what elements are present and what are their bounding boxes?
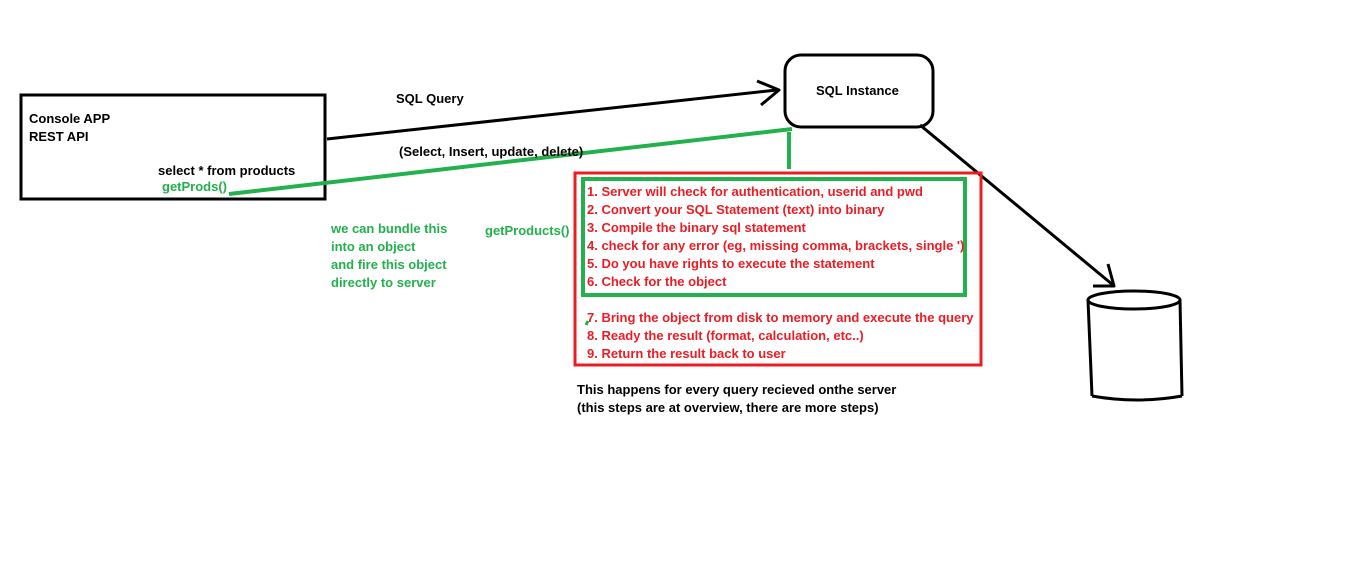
bundle-note-line-2: into an object <box>331 239 416 254</box>
bundle-note-line-1: we can bundle this <box>331 221 448 236</box>
execution-steps-box <box>573 171 983 367</box>
step-6: 6. Check for the object <box>587 274 727 289</box>
get-products-label: getProducts() <box>485 223 570 238</box>
get-prods-label: getProds() <box>162 179 227 194</box>
footer-note-line-2: (this steps are at overview, there are m… <box>577 400 879 415</box>
disk-arrow-line <box>919 123 1114 287</box>
step-5: 5. Do you have rights to execute the sta… <box>587 256 875 271</box>
cached-steps-box <box>581 177 967 297</box>
step-2: 2. Convert your SQL Statement (text) int… <box>587 202 885 217</box>
sql-select-text: select * from products <box>158 163 296 178</box>
step-1: 1. Server will check for authentication,… <box>587 184 923 199</box>
step-7: 7. Bring the object from disk to memory … <box>587 310 974 325</box>
sql-query-arrow-line <box>326 88 778 141</box>
disk-arrowhead <box>1093 263 1116 288</box>
step-9: 9. Return the result back to user <box>587 346 786 361</box>
bundle-note-line-4: directly to server <box>331 275 436 290</box>
step-4: 4. check for any error (eg, missing comm… <box>587 238 965 253</box>
client-api-label: REST API <box>29 129 89 144</box>
database-cylinder <box>1086 289 1184 402</box>
stored-procedure-connector <box>228 127 793 196</box>
sql-query-label: SQL Query <box>396 91 464 106</box>
client-app-box <box>19 93 327 201</box>
sql-operations-label: (Select, Insert, update, delete) <box>399 144 584 159</box>
client-app-label: Console APP <box>29 111 111 126</box>
sql-instance-box <box>783 53 935 129</box>
footer-note-line-1: This happens for every query recieved on… <box>577 382 897 397</box>
bundle-note-line-3: and fire this object <box>331 257 447 272</box>
green-marker <box>584 320 590 326</box>
step-8: 8. Ready the result (format, calculation… <box>587 328 864 343</box>
step-3: 3. Compile the binary sql statement <box>587 220 806 235</box>
sql-instance-label: SQL Instance <box>816 83 899 98</box>
sql-query-arrowhead <box>756 79 781 107</box>
